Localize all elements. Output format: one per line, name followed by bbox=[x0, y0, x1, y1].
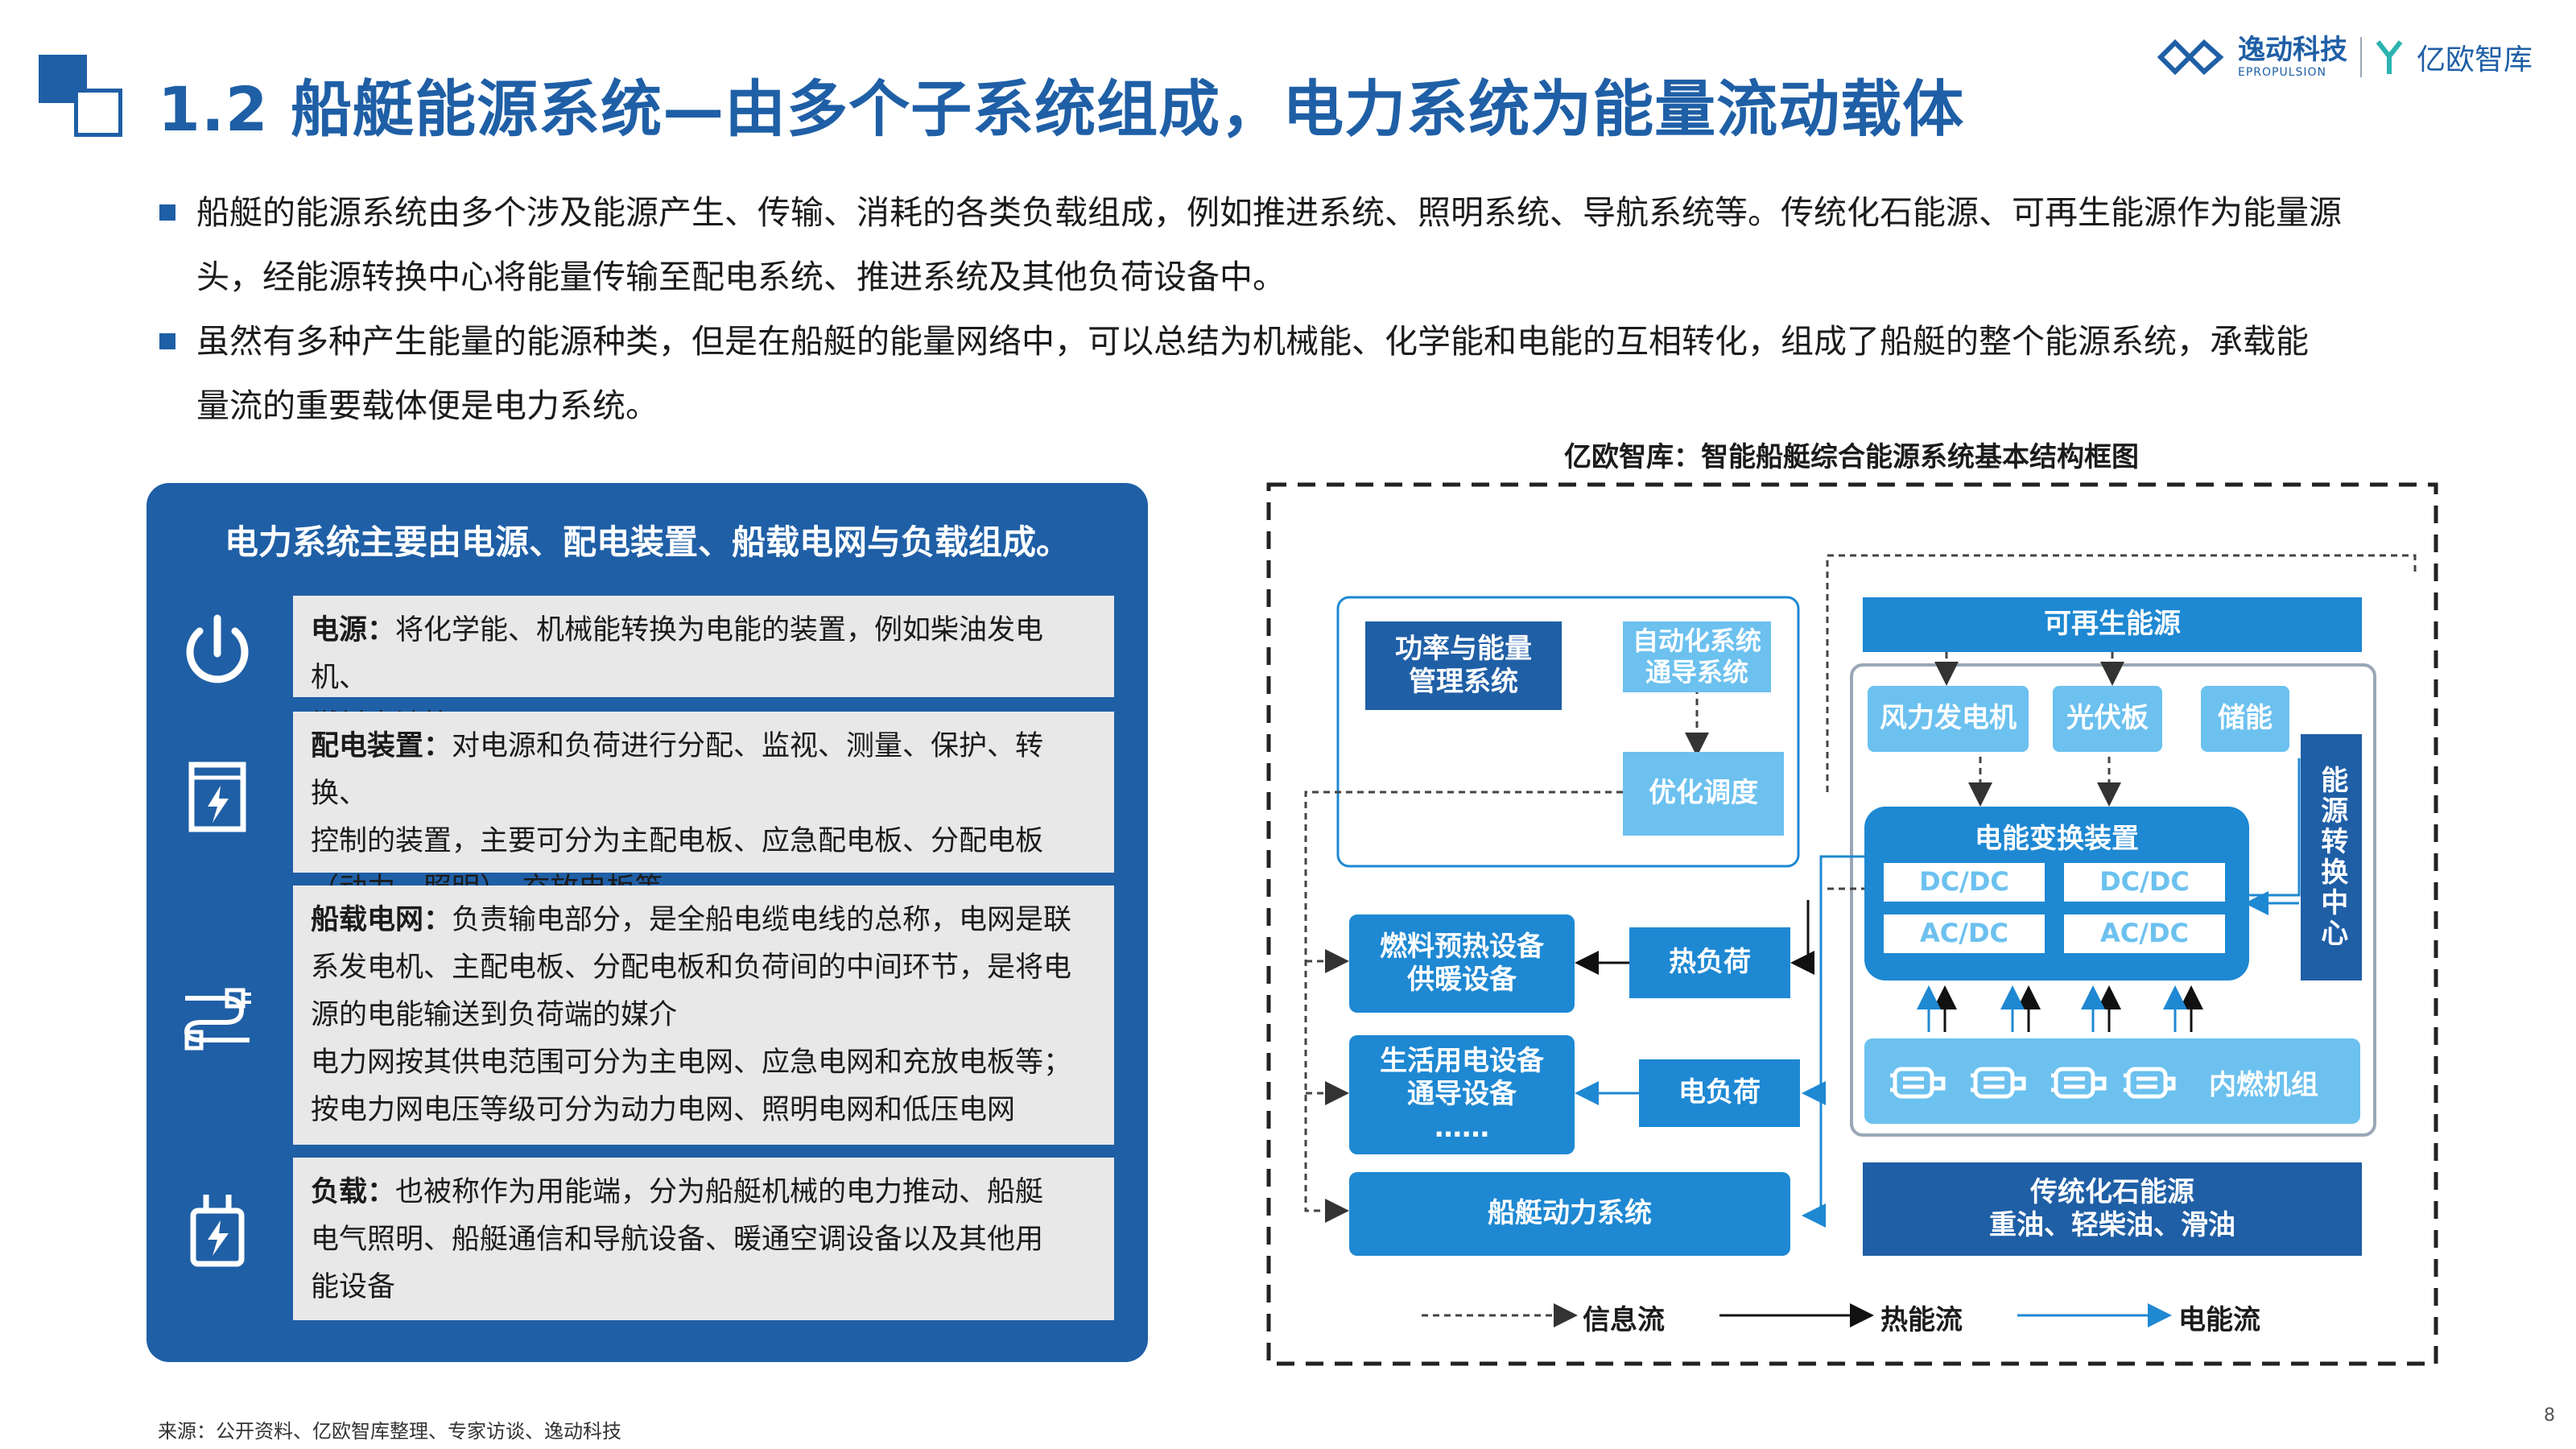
dcdc-right: DC/DC bbox=[2064, 863, 2225, 902]
brand-logos: 逸动科技 EPROPULSION 亿欧智库 bbox=[2157, 29, 2533, 85]
dcdc-left: DC/DC bbox=[1884, 863, 2045, 902]
yiou-logo-icon bbox=[2376, 40, 2403, 74]
panel-item-load: 负载：也被称作为用能端，分为船艇机械的电力推动、船艇 电气照明、船艇通信和导航设… bbox=[293, 1158, 1114, 1320]
page-number: 8 bbox=[2544, 1406, 2555, 1426]
brand-name-en: EPROPULSION bbox=[2238, 66, 2327, 79]
brand2-name: 亿欧智库 bbox=[2417, 43, 2533, 76]
logo-square-outline bbox=[74, 89, 122, 137]
automation-system-box: 自动化系统通导系统 bbox=[1623, 621, 1771, 692]
legend-info: 信息流 bbox=[1583, 1304, 1665, 1336]
switchboard-icon bbox=[188, 762, 246, 832]
engine-icons bbox=[1890, 1067, 2176, 1099]
energy-conversion-center: 能源转换中心 bbox=[2301, 734, 2362, 980]
engine-group-box bbox=[1864, 1038, 2360, 1124]
power-management-box: 功率与能量管理系统 bbox=[1365, 621, 1562, 710]
panel-item-grid: 船载电网：负责输电部分，是全船电缆电线的总称，电网是联 系发电机、主配电板、分配… bbox=[293, 886, 1114, 1145]
diagram-outer-frame bbox=[1266, 482, 2438, 1366]
bullet-marker bbox=[159, 204, 175, 221]
source-note: 来源：公开资料、亿欧智库整理、专家访谈、逸动科技 bbox=[158, 1420, 621, 1443]
page-title: 1.2 船艇能源系统—由多个子系统组成，电力系统为能量流动载体 bbox=[158, 73, 1965, 145]
heat-load-box: 热负荷 bbox=[1629, 927, 1790, 998]
converter-title: 电能变换装置 bbox=[1975, 823, 2139, 855]
wind-generator-box: 风力发电机 bbox=[1868, 686, 2029, 752]
fossil-energy-box: 传统化石能源重油、轻柴油、滑油 bbox=[1863, 1162, 2362, 1256]
panel-item-distribution: 配电装置：对电源和负荷进行分配、监视、测量、保护、转换、 控制的装置，主要可分为… bbox=[293, 712, 1114, 905]
acdc-left: AC/DC bbox=[1884, 914, 2045, 953]
ship-propulsion-box: 船艇动力系统 bbox=[1349, 1172, 1790, 1256]
plug-icon bbox=[190, 1195, 245, 1267]
bullet-marker bbox=[159, 333, 175, 349]
acdc-right: AC/DC bbox=[2064, 914, 2225, 953]
fuel-preheat-box: 燃料预热设备供暖设备 bbox=[1349, 914, 1575, 1013]
cable-icon bbox=[184, 988, 251, 1051]
electric-load-box: 电负荷 bbox=[1639, 1059, 1800, 1127]
bullet-1: 船艇的能源系统由多个涉及能源产生、传输、消耗的各类负载组成，例如推进系统、照明系… bbox=[158, 180, 2444, 309]
storage-box: 储能 bbox=[2201, 686, 2289, 752]
bullet-2: 虽然有多种产生能量的能源种类，但是在船艇的能量网络中，可以总结为机械能、化学能和… bbox=[158, 309, 2444, 438]
intro-bullets: 船艇的能源系统由多个涉及能源产生、传输、消耗的各类负载组成，例如推进系统、照明系… bbox=[158, 180, 2444, 438]
legend-elec: 电能流 bbox=[2178, 1304, 2260, 1336]
legend-heat: 热能流 bbox=[1880, 1304, 1963, 1336]
management-frame bbox=[1336, 596, 1800, 868]
pv-panel-box: 光伏板 bbox=[2053, 686, 2162, 752]
power-icon bbox=[186, 614, 249, 683]
living-equipment-box: 生活用电设备通导设备…… bbox=[1349, 1035, 1575, 1154]
renewable-energy-box: 可再生能源 bbox=[1863, 597, 2362, 652]
brand-divider bbox=[2360, 37, 2362, 77]
optimize-schedule-box: 优化调度 bbox=[1623, 752, 1784, 836]
panel-title: 电力系统主要由电源、配电装置、船载电网与负载组成。 bbox=[224, 522, 1070, 562]
engine-group-label: 内燃机组 bbox=[2209, 1069, 2318, 1101]
brand-name-cn: 逸动科技 bbox=[2238, 34, 2347, 66]
diagram-title: 亿欧智库：智能船艇综合能源系统基本结构框图 bbox=[1564, 441, 2139, 473]
epropulsion-logo-icon bbox=[2157, 39, 2224, 76]
